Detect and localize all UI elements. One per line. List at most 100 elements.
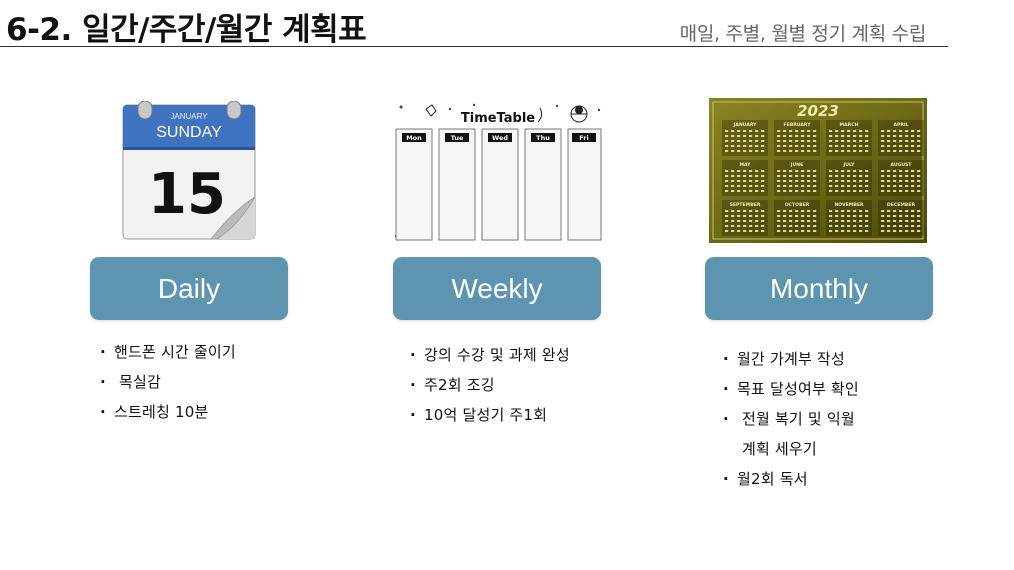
day-mark xyxy=(893,225,897,227)
day-mark xyxy=(749,225,753,227)
day-mark xyxy=(853,150,857,152)
day-mark xyxy=(743,145,747,147)
day-mark xyxy=(841,215,845,217)
day-label-fri: Fri xyxy=(579,134,588,142)
day-mark xyxy=(777,140,781,142)
day-mark xyxy=(835,225,839,227)
day-mark xyxy=(801,135,805,137)
day-mark xyxy=(859,215,863,217)
day-mark xyxy=(749,185,753,187)
day-mark xyxy=(917,190,921,192)
day-mark xyxy=(813,180,817,182)
day-mark xyxy=(899,175,903,177)
day-mark xyxy=(749,215,753,217)
day-mark xyxy=(853,190,857,192)
day-mark xyxy=(807,170,811,172)
day-mark xyxy=(761,230,765,232)
day-mark xyxy=(807,180,811,182)
day-mark xyxy=(887,135,891,137)
day-mark xyxy=(761,225,765,227)
bullet: · xyxy=(723,470,729,488)
day-mark xyxy=(755,185,759,187)
day-mark xyxy=(777,210,781,212)
list-item-text: 전월 복기 및 익월 xyxy=(741,410,855,428)
daily-button[interactable]: Daily xyxy=(90,257,288,320)
day-mark xyxy=(829,130,833,132)
day-mark xyxy=(755,145,759,147)
day-mark xyxy=(887,145,891,147)
day-mark xyxy=(853,140,857,142)
daily-column: JANUARY SUNDAY 15 Daily ·핸드폰 시간 줄이기 · 목실… xyxy=(0,0,330,570)
day-mark xyxy=(725,185,729,187)
weekly-task-list: ·강의 수강 및 과제 완성 ·주2회 조깅 ·10억 달성기 주1회 xyxy=(410,340,570,430)
day-mark xyxy=(813,185,817,187)
calendar-month-text: JANUARY xyxy=(170,112,208,121)
day-mark xyxy=(813,220,817,222)
day-mark xyxy=(859,140,863,142)
day-mark xyxy=(905,140,909,142)
day-mark xyxy=(789,215,793,217)
day-mark xyxy=(731,225,735,227)
day-mark xyxy=(761,220,765,222)
day-mark xyxy=(725,170,729,172)
day-mark xyxy=(917,140,921,142)
day-mark xyxy=(743,220,747,222)
day-mark xyxy=(917,230,921,232)
day-mark xyxy=(795,130,799,132)
day-label-tue: Tue xyxy=(451,134,464,142)
list-item-text: 목실감 xyxy=(118,373,161,391)
day-mark xyxy=(743,135,747,137)
day-mark xyxy=(841,145,845,147)
day-mark xyxy=(725,140,729,142)
day-mark xyxy=(887,220,891,222)
day-mark xyxy=(795,175,799,177)
day-mark xyxy=(777,185,781,187)
calendar-day-name-text: SUNDAY xyxy=(156,124,222,141)
list-item: ·강의 수강 및 과제 완성 xyxy=(410,340,570,370)
timetable-columns xyxy=(395,128,602,241)
day-mark xyxy=(887,215,891,217)
calendar-icon: JANUARY SUNDAY 15 xyxy=(122,100,256,240)
day-mark xyxy=(761,135,765,137)
day-mark xyxy=(807,175,811,177)
day-mark xyxy=(911,185,915,187)
day-mark xyxy=(737,185,741,187)
day-mark xyxy=(731,190,735,192)
day-mark xyxy=(893,230,897,232)
day-mark xyxy=(893,145,897,147)
day-mark xyxy=(835,215,839,217)
day-mark xyxy=(881,225,885,227)
monthly-button[interactable]: Monthly xyxy=(705,257,933,320)
day-mark xyxy=(859,135,863,137)
day-mark xyxy=(755,135,759,137)
day-mark xyxy=(783,170,787,172)
weekly-button[interactable]: Weekly xyxy=(393,257,601,320)
day-mark xyxy=(813,135,817,137)
day-mark xyxy=(783,185,787,187)
day-mark xyxy=(865,180,869,182)
day-mark xyxy=(887,230,891,232)
list-item-text: 주2회 조깅 xyxy=(424,376,495,394)
day-mark xyxy=(749,140,753,142)
day-mark xyxy=(893,175,897,177)
day-mark xyxy=(905,230,909,232)
day-mark xyxy=(755,225,759,227)
day-mark xyxy=(887,150,891,152)
day-mark xyxy=(853,130,857,132)
day-mark xyxy=(795,180,799,182)
day-mark xyxy=(847,230,851,232)
day-mark xyxy=(847,180,851,182)
day-mark xyxy=(743,185,747,187)
day-mark xyxy=(755,230,759,232)
weekly-column: TimeTable xyxy=(330,0,670,570)
day-mark xyxy=(743,175,747,177)
list-item-text: 계획 세우기 xyxy=(741,440,817,458)
day-mark xyxy=(777,170,781,172)
day-mark xyxy=(835,175,839,177)
list-item: · 목실감 xyxy=(100,367,236,397)
day-mark xyxy=(881,145,885,147)
day-mark xyxy=(801,170,805,172)
day-mark xyxy=(725,220,729,222)
day-mark xyxy=(749,230,753,232)
day-mark xyxy=(899,185,903,187)
